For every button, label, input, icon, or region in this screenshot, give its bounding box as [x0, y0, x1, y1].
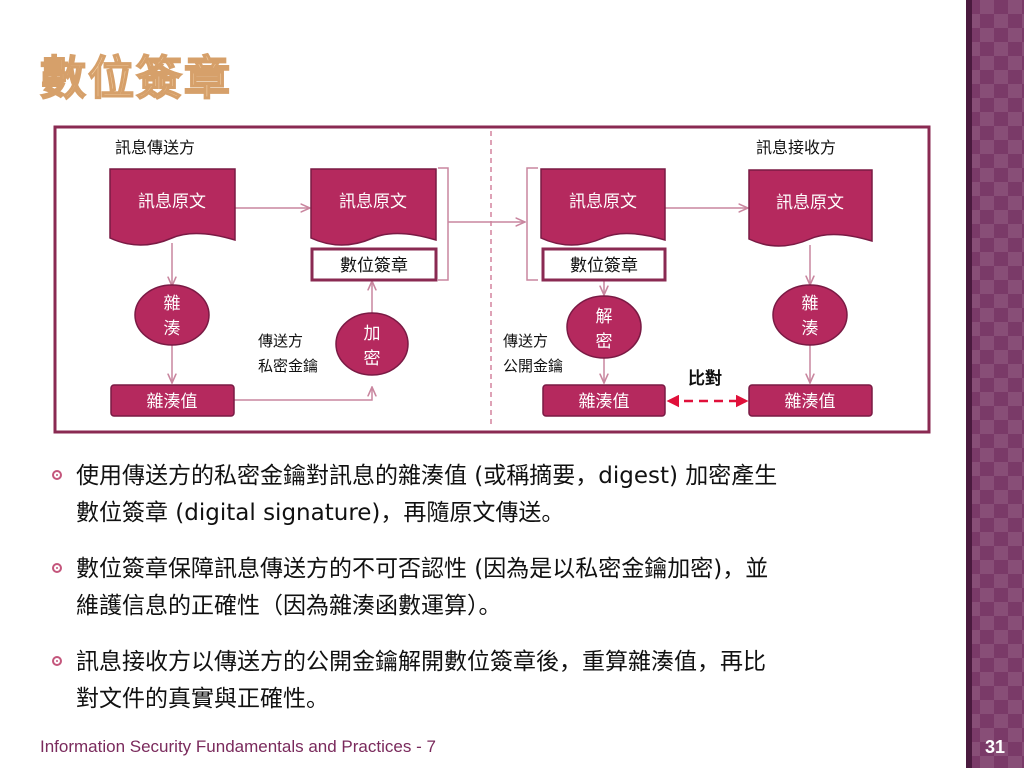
- bullet-line: 使用傳送方的私密金鑰對訊息的雜湊值 (或稱摘要，digest) 加密產生: [76, 463, 778, 489]
- decrypt-op-line-1: 解: [596, 307, 613, 327]
- bullet-circle-icon: [52, 470, 62, 480]
- slide-title: 數位簽章: [39, 50, 232, 106]
- sidebar-decoration: [966, 0, 1024, 768]
- receiver-signature-label: 數位簽章: [570, 256, 638, 276]
- sender-document-label: 訊息原文: [138, 192, 206, 212]
- receiver-key-label-line-2: 公開金鑰: [503, 357, 563, 375]
- sender-hash-value-label: 雜湊值: [147, 392, 198, 412]
- sender-document: 訊息原文: [109, 168, 236, 246]
- receiver-document: 訊息原文: [748, 169, 873, 247]
- slide-number: 31: [984, 737, 1006, 757]
- receiver-hash-op-line-1: 雜: [802, 294, 819, 314]
- bullet-line: 數位簽章保障訊息傳送方的不可否認性 (因為是以私密金鑰加密)，並: [76, 556, 769, 582]
- bullet-list: 使用傳送方的私密金鑰對訊息的雜湊值 (或稱摘要，digest) 加密產生 數位簽…: [40, 458, 940, 737]
- sender-key-label-line-1: 傳送方: [258, 332, 303, 350]
- bracket-left: [438, 167, 449, 281]
- encrypt-operation: 加 密: [335, 312, 409, 376]
- digital-signature-diagram: 訊息傳送方 訊息接收方 訊息原文 訊息原文 訊息原文 訊息原文 數位簽章: [53, 125, 931, 434]
- sender-signature-label: 數位簽章: [340, 256, 408, 276]
- decrypt-op-line-2: 密: [596, 332, 613, 352]
- receiver-key-label-line-1: 傳送方: [503, 332, 548, 350]
- sender-signature-box: 數位簽章: [310, 247, 438, 282]
- receiver-decrypted-hash-value: 雜湊值: [542, 384, 666, 417]
- encrypt-op-line-1: 加: [364, 324, 381, 344]
- bullet-item: 數位簽章保障訊息傳送方的不可否認性 (因為是以私密金鑰加密)，並 維護信息的正確…: [40, 551, 940, 625]
- bullet-circle-icon: [52, 656, 62, 666]
- sender-hash-operation: 雜 湊: [134, 284, 210, 346]
- sender-hash-value: 雜湊值: [110, 384, 235, 417]
- bracket-right: [526, 167, 538, 281]
- receiver-hash-operation: 雜 湊: [772, 284, 848, 346]
- sent-document: 訊息原文: [310, 168, 437, 246]
- bullet-item: 訊息接收方以傳送方的公開金鑰解開數位簽章後，重算雜湊值，再比 對文件的真實與正確…: [40, 644, 940, 718]
- receiver-document-label: 訊息原文: [776, 193, 844, 213]
- receiver-decrypted-hash-label: 雜湊值: [579, 392, 630, 412]
- sender-hash-op-line-2: 湊: [164, 319, 181, 339]
- receiver-computed-hash-label: 雜湊值: [785, 392, 836, 412]
- bullet-line: 數位簽章 (digital signature)，再隨原文傳送。: [76, 500, 565, 526]
- bullet-line: 維護信息的正確性（因為雜湊函數運算）。: [76, 593, 502, 619]
- receiver-computed-hash-value: 雜湊值: [748, 384, 873, 417]
- bullet-line: 訊息接收方以傳送方的公開金鑰解開數位簽章後，重算雜湊值，再比: [76, 649, 766, 675]
- sender-label: 訊息傳送方: [115, 138, 195, 157]
- compare-label: 比對: [688, 368, 722, 389]
- arrow-hash-to-encrypt: [234, 387, 372, 401]
- receiver-hash-op-line-2: 湊: [802, 319, 819, 339]
- sidebar-edge: [966, 0, 972, 768]
- decrypt-operation: 解 密: [566, 295, 642, 359]
- bullet-circle-icon: [52, 563, 62, 573]
- receiver-signature-box: 數位簽章: [541, 247, 667, 282]
- sender-key-label-line-2: 私密金鑰: [258, 357, 318, 375]
- received-document: 訊息原文: [540, 168, 666, 246]
- diagram-connectors: [172, 167, 810, 401]
- received-document-label: 訊息原文: [569, 192, 637, 212]
- sender-hash-op-line-1: 雜: [164, 294, 181, 314]
- encrypt-op-line-2: 密: [364, 349, 381, 369]
- sent-document-label: 訊息原文: [339, 192, 407, 212]
- bullet-item: 使用傳送方的私密金鑰對訊息的雜湊值 (或稱摘要，digest) 加密產生 數位簽…: [40, 458, 940, 532]
- receiver-label: 訊息接收方: [756, 138, 836, 157]
- footer-text: Information Security Fundamentals and Pr…: [40, 737, 436, 756]
- bullet-line: 對文件的真實與正確性。: [76, 686, 329, 712]
